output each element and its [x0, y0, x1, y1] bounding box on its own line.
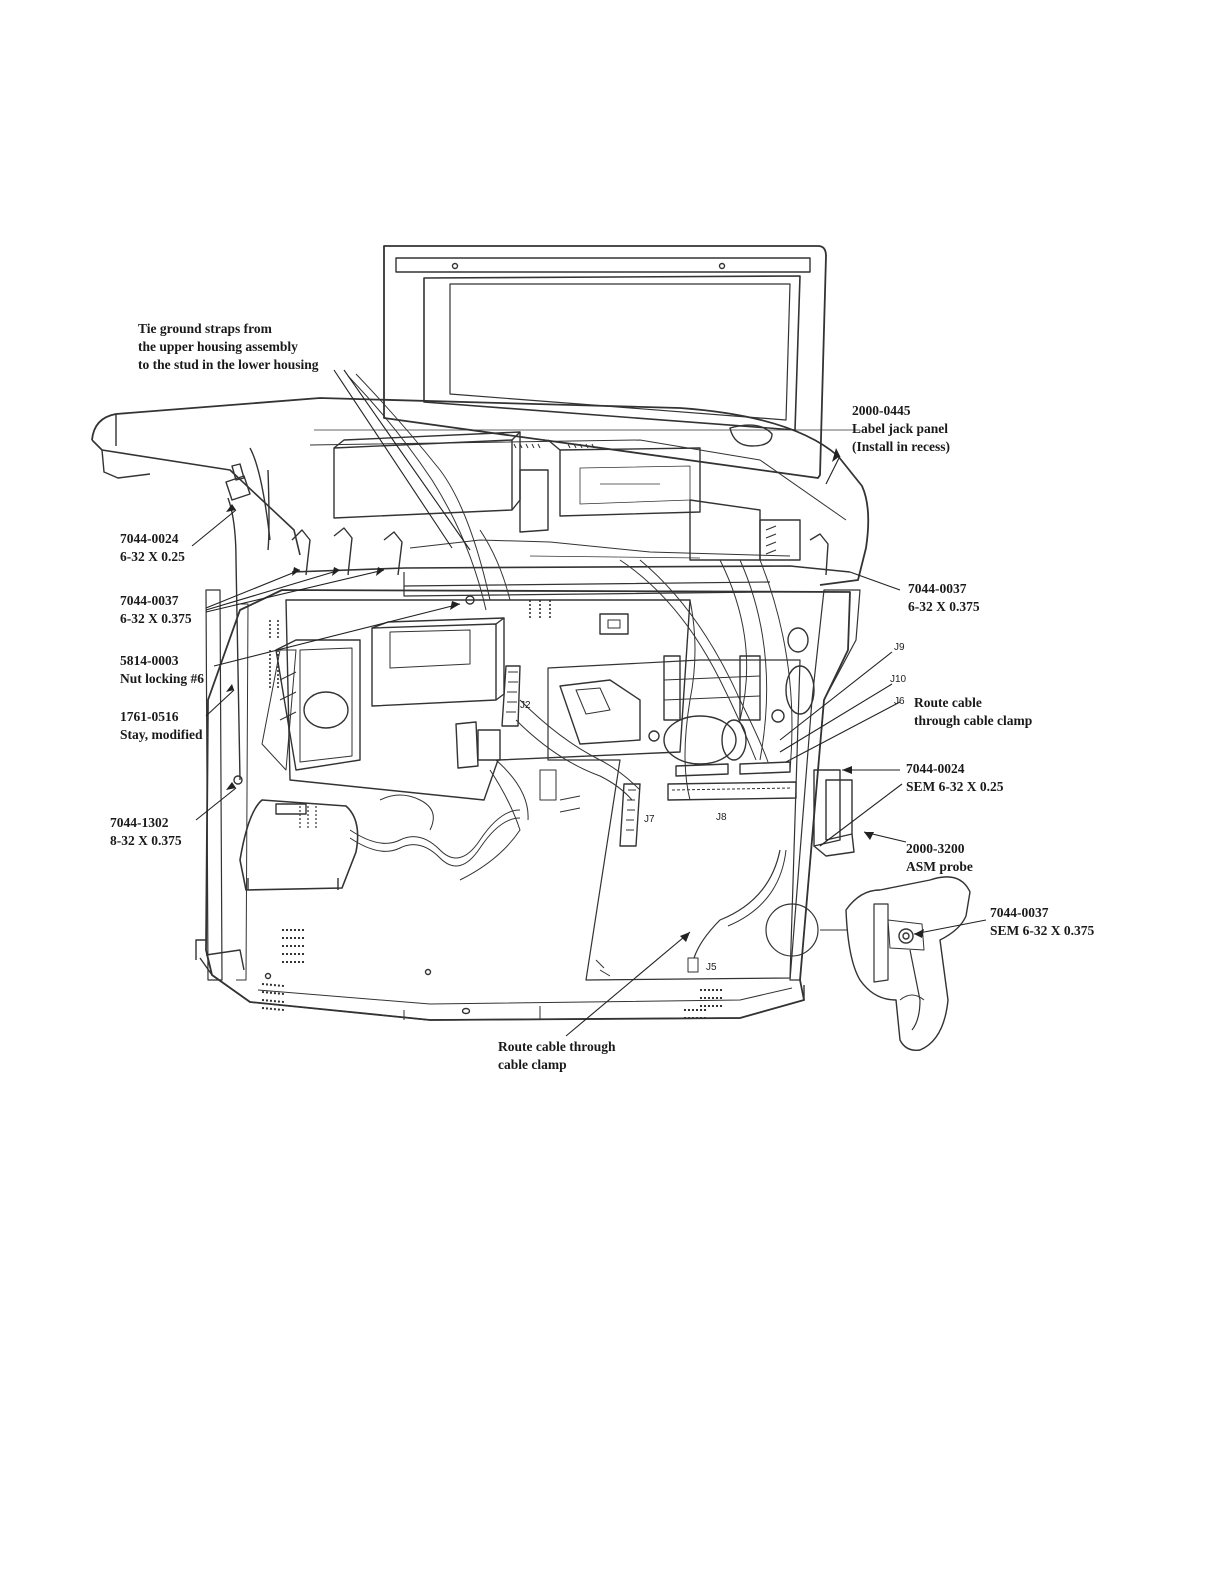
callout-line: cable clamp	[498, 1057, 567, 1072]
callout-line: Label jack panel	[852, 421, 949, 436]
callout-line: 6-32 X 0.375	[120, 611, 192, 626]
callout-screw-7044-0037-right: 7044-0037 6-32 X 0.375	[908, 580, 980, 616]
lower-housing	[195, 373, 861, 1021]
callout-line: Route cable	[914, 695, 982, 710]
callout-line: 7044-0024	[906, 761, 965, 776]
callout-line: 7044-0024	[120, 531, 179, 546]
callout-line: 8-32 X 0.375	[110, 833, 182, 848]
connector-label-j10: J10	[890, 674, 907, 685]
connector-label-j5: J5	[706, 962, 717, 973]
connector-label-j2: J2	[520, 700, 531, 711]
callout-line: 7044-1302	[110, 815, 169, 830]
leader-lines	[191, 369, 987, 1037]
callout-line: Nut locking #6	[120, 671, 205, 686]
upper-housing	[91, 397, 870, 597]
callout-line: Stay, modified	[120, 727, 203, 742]
callout-line: SEM 6-32 X 0.25	[906, 779, 1004, 794]
callout-route-cable-upper: Route cable through cable clamp	[914, 694, 1032, 730]
callout-label-jack-panel: 2000-0445 Label jack panel (Install in r…	[852, 402, 950, 456]
callout-screw-7044-0024-left: 7044-0024 6-32 X 0.25	[120, 530, 185, 566]
callout-line: 2000-3200	[906, 841, 965, 856]
callout-nut-locking: 5814-0003 Nut locking #6	[120, 652, 204, 688]
connector-label-j7: J7	[644, 814, 655, 825]
callout-line: through cable clamp	[914, 713, 1033, 728]
connector-label-j9: J9	[894, 642, 905, 653]
callout-line: 7044-0037	[908, 581, 967, 596]
callout-line: (Install in recess)	[852, 439, 950, 454]
callout-line: 2000-0445	[852, 403, 911, 418]
callout-screw-7044-0037-sem: 7044-0037 SEM 6-32 X 0.375	[990, 904, 1094, 940]
callout-line: 7044-0037	[120, 593, 179, 608]
detail-inset	[765, 876, 971, 1051]
arrowheads	[226, 448, 924, 942]
callout-line: Route cable through	[498, 1039, 616, 1054]
callout-screw-7044-0024-sem: 7044-0024 SEM 6-32 X 0.25	[906, 760, 1004, 796]
connector-label-j8: J8	[716, 812, 727, 823]
callout-stay-modified: 1761-0516 Stay, modified	[120, 708, 203, 744]
callout-line: to the stud in the lower housing	[138, 357, 319, 372]
callout-route-cable-lower: Route cable through cable clamp	[498, 1038, 616, 1074]
callout-line: the upper housing assembly	[138, 339, 298, 354]
callout-line: 7044-0037	[990, 905, 1049, 920]
callout-line: 1761-0516	[120, 709, 179, 724]
callout-line: 5814-0003	[120, 653, 179, 668]
callout-line: ASM probe	[906, 859, 973, 874]
callout-screw-7044-0037-left: 7044-0037 6-32 X 0.375	[120, 592, 192, 628]
callout-screw-7044-1302: 7044-1302 8-32 X 0.375	[110, 814, 182, 850]
callout-line: 6-32 X 0.375	[908, 599, 980, 614]
callout-asm-probe: 2000-3200 ASM probe	[906, 840, 973, 876]
callout-ground-straps: Tie ground straps from the upper housing…	[138, 320, 319, 374]
callout-line: Tie ground straps from	[138, 321, 272, 336]
connector-label-j6: J6	[894, 696, 905, 707]
callout-line: SEM 6-32 X 0.375	[990, 923, 1095, 938]
callout-line: 6-32 X 0.25	[120, 549, 185, 564]
